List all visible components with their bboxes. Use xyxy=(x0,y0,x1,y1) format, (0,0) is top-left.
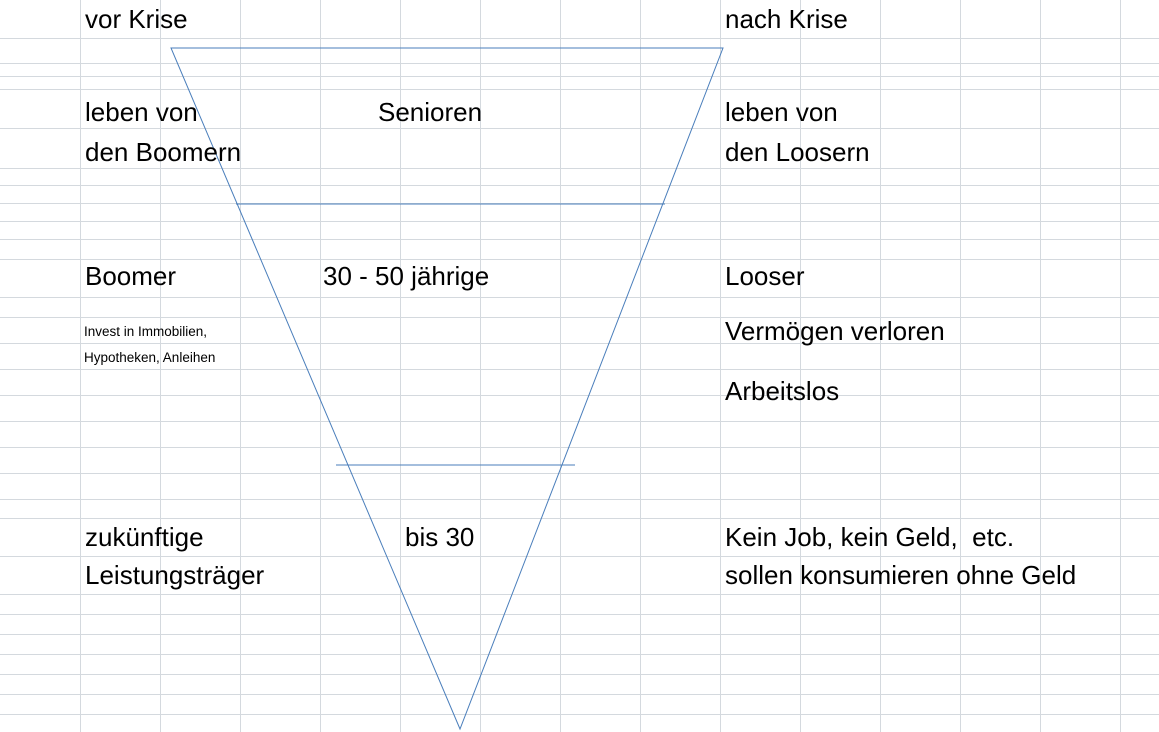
grid-row-line-17 xyxy=(0,421,1159,422)
label-senior-right-line1: leben von xyxy=(725,97,838,127)
label-senior-center: Senioren xyxy=(378,97,483,127)
label-header-left: vor Krise xyxy=(85,4,188,34)
grid-row-line-1 xyxy=(0,38,1159,39)
grid-row-line-25 xyxy=(0,634,1159,635)
grid-row-line-16 xyxy=(0,395,1159,396)
grid-column-line-14 xyxy=(1120,0,1121,732)
grid-row-line-14 xyxy=(0,343,1159,344)
grid-row-line-9 xyxy=(0,221,1159,222)
grid-column-line-4 xyxy=(320,0,321,732)
grid-row-line-10 xyxy=(0,239,1159,240)
grid-column-line-7 xyxy=(560,0,561,732)
label-middle-left: Boomer xyxy=(85,261,177,291)
label-middle-left-note-line1: Invest in Immobilien, xyxy=(84,324,208,339)
label-young-right-line1: Kein Job, kein Geld, etc. xyxy=(725,522,1015,552)
label-header-right: nach Krise xyxy=(725,4,848,34)
grid-row-line-23 xyxy=(0,594,1159,595)
grid-row-line-20 xyxy=(0,499,1159,500)
grid-column-line-13 xyxy=(1040,0,1041,732)
grid-column-line-12 xyxy=(960,0,961,732)
grid-row-line-24 xyxy=(0,614,1159,615)
grid-row-line-27 xyxy=(0,674,1159,675)
label-middle-right-line2: Vermögen verloren xyxy=(725,316,945,346)
label-senior-right-line2: den Loosern xyxy=(725,137,870,167)
grid-column-line-9 xyxy=(720,0,721,732)
grid-row-line-28 xyxy=(0,694,1159,695)
grid-row-line-26 xyxy=(0,654,1159,655)
grid-column-line-3 xyxy=(240,0,241,732)
label-middle-right-line1: Looser xyxy=(725,261,805,291)
label-young-left-line2: Leistungsträger xyxy=(85,560,265,590)
grid-column-line-1 xyxy=(80,0,81,732)
label-senior-left-line1: leben von xyxy=(85,97,198,127)
grid-row-line-21 xyxy=(0,518,1159,519)
grid-row-line-4 xyxy=(0,89,1159,90)
label-middle-center: 30 - 50 jährige xyxy=(323,261,490,291)
grid-row-line-8 xyxy=(0,203,1159,204)
label-young-center: bis 30 xyxy=(405,522,475,552)
grid-column-line-11 xyxy=(880,0,881,732)
grid-row-line-6 xyxy=(0,168,1159,169)
grid-row-line-11 xyxy=(0,259,1159,260)
grid-row-line-3 xyxy=(0,76,1159,77)
label-young-left-line1: zukünftige xyxy=(85,522,204,552)
grid-column-line-2 xyxy=(160,0,161,732)
grid-row-line-2 xyxy=(0,63,1159,64)
grid-row-line-15 xyxy=(0,369,1159,370)
grid-row-line-22 xyxy=(0,556,1159,557)
grid-row-line-13 xyxy=(0,317,1159,318)
label-middle-left-note-line2: Hypotheken, Anleihen xyxy=(84,350,216,365)
grid-column-line-10 xyxy=(800,0,801,732)
label-young-right-line2: sollen konsumieren ohne Geld xyxy=(725,560,1077,590)
grid-row-line-12 xyxy=(0,297,1159,298)
grid-row-line-7 xyxy=(0,185,1159,186)
label-senior-left-line2: den Boomern xyxy=(85,137,242,167)
grid-column-line-8 xyxy=(640,0,641,732)
grid-row-line-5 xyxy=(0,128,1159,129)
grid-row-line-29 xyxy=(0,714,1159,715)
grid-row-line-18 xyxy=(0,447,1159,448)
label-middle-right-line3: Arbeitslos xyxy=(725,376,840,406)
grid-row-line-19 xyxy=(0,473,1159,474)
